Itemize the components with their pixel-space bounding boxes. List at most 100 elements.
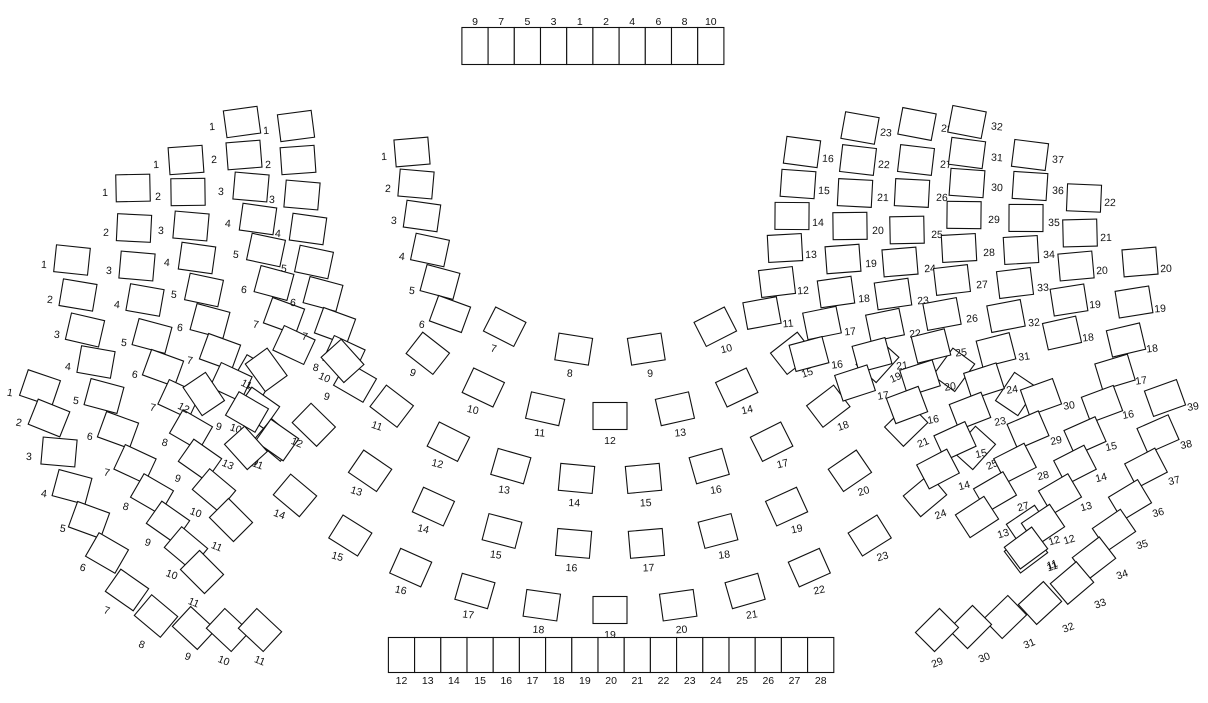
seat-center-arc-6[interactable]: 10 bbox=[461, 367, 506, 417]
seat-right-block-38[interactable]: 18 bbox=[1041, 315, 1095, 351]
seat-left-far-22[interactable]: 11 bbox=[237, 607, 283, 669]
seat-center-arc-29[interactable]: 18 bbox=[697, 512, 739, 562]
seat-right-block-2-box[interactable] bbox=[897, 106, 937, 142]
seat-right-block-5[interactable]: 22 bbox=[838, 143, 891, 177]
seat-left-near-22[interactable]: 3 bbox=[391, 199, 442, 233]
seat-bottom-row-14[interactable]: 25 bbox=[728, 636, 756, 688]
seat-right-block-45-box[interactable] bbox=[962, 362, 1006, 400]
seat-right-block-9-box[interactable] bbox=[779, 168, 817, 200]
seat-left-far-15[interactable]: 4 bbox=[40, 468, 93, 506]
seat-left-mid-16[interactable]: 5 bbox=[232, 232, 287, 268]
seat-center-arc-9-box[interactable] bbox=[654, 391, 696, 427]
seat-center-arc-36-box[interactable] bbox=[272, 473, 318, 518]
seat-center-arc-35[interactable]: 13 bbox=[220, 425, 269, 473]
seat-center-arc-43[interactable]: 21 bbox=[724, 572, 766, 622]
seat-right-block-36[interactable]: 26 bbox=[922, 297, 979, 331]
seat-center-arc-1[interactable]: 7 bbox=[482, 306, 527, 356]
seat-bottom-row-10[interactable]: 21 bbox=[623, 636, 651, 688]
seat-top-row-6-box[interactable] bbox=[592, 26, 620, 66]
seat-center-arc-10[interactable]: 14 bbox=[714, 367, 759, 417]
seat-left-far-16[interactable]: 5 bbox=[59, 500, 111, 540]
seat-left-far-19[interactable]: 8 bbox=[133, 593, 179, 652]
seat-center-arc-15-box[interactable] bbox=[490, 447, 532, 485]
seat-left-near-24-box[interactable] bbox=[419, 263, 461, 301]
seat-left-mid-15-box[interactable] bbox=[238, 202, 278, 236]
seat-left-far-20-box[interactable] bbox=[171, 605, 217, 651]
seat-right-block-35-box[interactable] bbox=[864, 307, 906, 343]
seat-right-block-10[interactable]: 21 bbox=[836, 178, 889, 208]
seat-top-row-9-box[interactable] bbox=[670, 26, 699, 66]
seat-center-arc-28[interactable]: 17 bbox=[627, 527, 666, 575]
seat-left-far-21[interactable]: 10 bbox=[205, 607, 251, 669]
seat-center-arc-30[interactable]: 19 bbox=[764, 486, 809, 536]
seat-center-arc-27-box[interactable] bbox=[554, 527, 593, 559]
seat-left-near-11-box[interactable] bbox=[276, 109, 316, 143]
seat-right-block-28[interactable]: 18 bbox=[816, 275, 870, 309]
seat-center-arc-45-box[interactable] bbox=[847, 514, 893, 557]
seat-left-mid-11[interactable]: 11 bbox=[208, 497, 254, 555]
seat-center-arc-23[interactable]: 12 bbox=[289, 402, 337, 451]
seat-left-far-1-box[interactable] bbox=[53, 244, 91, 276]
seat-right-outer-14[interactable]: 35 bbox=[1091, 508, 1150, 552]
seat-right-block-15[interactable]: 14 bbox=[774, 201, 824, 231]
seat-left-near-13-box[interactable] bbox=[283, 179, 321, 211]
seat-center-arc-34-box[interactable] bbox=[182, 371, 226, 417]
seat-center-arc-3-box[interactable] bbox=[626, 332, 666, 366]
seat-right-block-46-box[interactable] bbox=[1019, 377, 1063, 417]
seat-center-arc-29-box[interactable] bbox=[697, 512, 739, 550]
seat-right-block-6[interactable]: 27 bbox=[896, 143, 953, 177]
seat-bottom-row-3[interactable]: 14 bbox=[440, 636, 468, 688]
seat-right-block-33[interactable]: 11 bbox=[742, 296, 794, 331]
seat-left-near-12[interactable]: 2 bbox=[265, 144, 317, 176]
seat-center-arc-6-box[interactable] bbox=[461, 367, 506, 408]
seat-right-block-41-box[interactable] bbox=[910, 328, 952, 364]
seat-left-near-2-box[interactable] bbox=[170, 177, 206, 207]
seat-right-outer-9-box[interactable] bbox=[1052, 444, 1098, 486]
seat-center-arc-4-box[interactable] bbox=[693, 306, 738, 348]
seat-left-mid-16-box[interactable] bbox=[245, 232, 287, 268]
seat-left-near-5-box[interactable] bbox=[183, 272, 225, 308]
seat-left-mid-11-box[interactable] bbox=[208, 497, 254, 543]
seat-right-outer-7-box[interactable] bbox=[1063, 416, 1107, 456]
seat-center-arc-18[interactable]: 16 bbox=[688, 447, 730, 497]
seat-right-block-8-box[interactable] bbox=[1010, 138, 1050, 172]
seat-left-far-18-box[interactable] bbox=[104, 568, 150, 612]
seat-right-block-22[interactable]: 19 bbox=[824, 243, 877, 275]
seat-center-arc-38[interactable]: 16 bbox=[388, 547, 433, 598]
seat-right-outer-20[interactable]: 30 bbox=[947, 604, 993, 666]
seat-left-far-2[interactable]: 2 bbox=[47, 278, 98, 312]
seat-bottom-row-13[interactable]: 24 bbox=[702, 636, 730, 688]
seat-top-row-8[interactable]: 6 bbox=[644, 16, 673, 66]
seat-left-near-21[interactable]: 2 bbox=[385, 168, 435, 200]
seat-left-far-7-box[interactable] bbox=[113, 443, 157, 485]
seat-top-row-1-box[interactable] bbox=[461, 26, 489, 66]
seat-left-mid-12[interactable]: 1 bbox=[209, 105, 262, 139]
seat-center-arc-15[interactable]: 13 bbox=[490, 447, 532, 497]
seat-right-block-29-box[interactable] bbox=[873, 277, 913, 311]
seat-left-near-9-box[interactable] bbox=[224, 391, 270, 433]
seat-center-arc-12[interactable]: 10 bbox=[317, 338, 365, 386]
seat-right-block-17[interactable]: 25 bbox=[889, 215, 943, 245]
seat-right-block-25[interactable]: 34 bbox=[1002, 234, 1055, 266]
seat-left-near-6[interactable]: 6 bbox=[176, 302, 231, 340]
seat-right-block-2[interactable]: 28 bbox=[897, 106, 954, 142]
seat-center-arc-18-box[interactable] bbox=[688, 447, 730, 485]
seat-left-far-20[interactable]: 9 bbox=[171, 605, 217, 664]
seat-bottom-row-9-box[interactable] bbox=[597, 636, 625, 674]
seat-right-block-37-box[interactable] bbox=[986, 298, 1026, 334]
seat-center-arc-13-box[interactable] bbox=[369, 384, 415, 429]
seat-bottom-row-10-box[interactable] bbox=[623, 636, 651, 674]
seat-left-mid-2-box[interactable] bbox=[115, 213, 153, 243]
seat-left-near-15[interactable]: 5 bbox=[280, 244, 335, 280]
seat-top-row-8-box[interactable] bbox=[644, 26, 673, 66]
seat-left-near-6-box[interactable] bbox=[189, 302, 231, 340]
seat-bottom-row-16-box[interactable] bbox=[780, 636, 809, 674]
seat-left-mid-19-box[interactable] bbox=[272, 324, 316, 366]
seat-top-row-3[interactable]: 5 bbox=[513, 16, 542, 66]
seat-center-arc-26[interactable]: 15 bbox=[481, 512, 523, 562]
seat-left-near-2[interactable]: 2 bbox=[155, 177, 206, 207]
seat-right-outer-21-box[interactable] bbox=[914, 607, 960, 653]
seat-center-arc-37-box[interactable] bbox=[327, 514, 373, 557]
seat-right-block-17-box[interactable] bbox=[889, 215, 925, 245]
seat-bottom-row-3-box[interactable] bbox=[440, 636, 468, 674]
